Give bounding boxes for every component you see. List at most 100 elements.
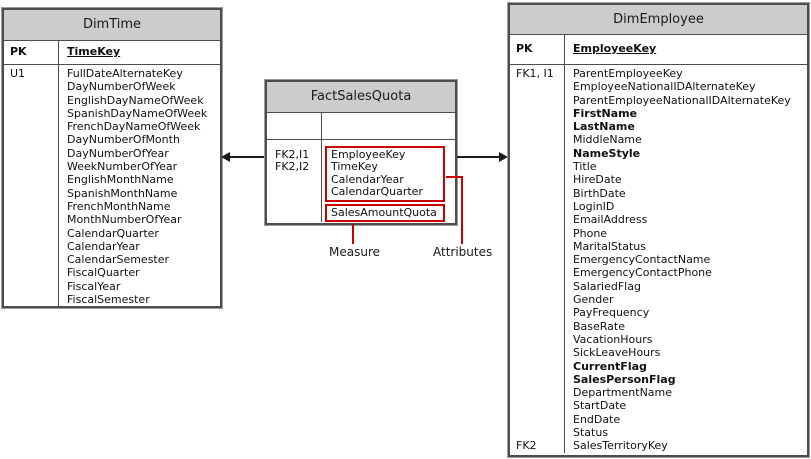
row-key-tag — [275, 174, 321, 186]
column-name: SalesAmountQuota — [331, 205, 437, 219]
column-name: StartDate — [573, 399, 627, 413]
table-dimtime: DimTime PK TimeKey U1 FullDateAlternateK… — [1, 7, 223, 309]
row-key-tag — [275, 186, 321, 198]
pk-column-name: EmployeeKey — [573, 42, 657, 55]
pk-tag — [267, 113, 322, 139]
column-name: EmployeeNationalIDAlternateKey — [573, 80, 756, 94]
row-key-tag — [516, 147, 564, 160]
column-name: Gender — [573, 293, 614, 307]
column-name: LoginID — [573, 199, 615, 213]
column-name: Phone — [573, 226, 608, 240]
row-key-tag — [516, 227, 564, 240]
row-key-tag — [10, 94, 58, 107]
column-name: FiscalQuarter — [67, 266, 140, 280]
arrowhead-left-icon — [221, 152, 230, 162]
row-key-tag: U1 — [10, 67, 26, 80]
row-key-tag — [10, 240, 58, 253]
column-name: CalendarQuarter — [331, 185, 423, 199]
column-name: CurrentFlag — [573, 359, 647, 373]
table-title: DimTime — [4, 10, 220, 41]
measure-callout-line — [352, 224, 354, 244]
primary-key-row: PK EmployeeKey — [510, 35, 807, 65]
row-key-tag — [10, 187, 58, 200]
pk-tag: PK — [510, 35, 565, 64]
column-name: MiddleName — [573, 133, 642, 147]
row-key-tag — [10, 133, 58, 146]
column-name: SalesTerritoryKey — [573, 439, 668, 453]
column-name: EmailAddress — [573, 213, 648, 227]
row-key-tag — [516, 280, 564, 293]
column-name: Title — [573, 160, 597, 174]
table-title: FactSalesQuota — [267, 82, 455, 113]
arrowhead-right-icon — [499, 152, 508, 162]
column-name: LastName — [573, 120, 635, 134]
row-key-tag — [10, 120, 58, 133]
column-name: PayFrequency — [573, 306, 650, 320]
column-name: MonthNumberOfYear — [67, 213, 182, 227]
pk-tag: PK — [4, 41, 59, 64]
column-name: TimeKey — [331, 160, 378, 174]
row-key-tag — [10, 173, 58, 186]
row-key-tag — [10, 107, 58, 120]
column-name: DayNumberOfMonth — [67, 133, 180, 147]
measure-label: Measure — [329, 245, 380, 259]
column-name: SickLeaveHours — [573, 346, 661, 360]
relationship-line-dimemployee — [457, 156, 499, 158]
column-name: BirthDate — [573, 186, 626, 200]
column-name: NameStyle — [573, 146, 641, 160]
row-key-tag — [10, 200, 58, 213]
row-key-tag — [516, 346, 564, 359]
attributes-callout-line-vertical — [461, 176, 463, 244]
row-key-tag — [10, 160, 58, 173]
row-key-tag: FK2 — [516, 439, 537, 453]
row-key-tag — [516, 253, 564, 266]
row-key-tag — [516, 213, 564, 226]
key-annotations-column: U1 — [4, 65, 59, 307]
row-key-tag — [516, 293, 564, 306]
row-key-tag — [10, 147, 58, 160]
row-key-tag — [10, 266, 58, 279]
row-key-tag — [10, 80, 58, 93]
row-key-tag — [516, 160, 564, 173]
key-annotations-column: FK1, I1 FK2 — [510, 65, 565, 453]
column-name: Status — [573, 426, 609, 440]
measure-highlight-box: SalesAmountQuota — [325, 203, 445, 223]
column-name: EnglishMonthName — [67, 173, 174, 187]
column-name: FullDateAlternateKey — [67, 67, 183, 80]
row-key-tag — [516, 94, 564, 107]
row-key-tag: FK2,I1 — [275, 148, 310, 161]
row-key-tag — [516, 266, 564, 279]
column-name: VacationHours — [573, 332, 653, 346]
row-key-tag — [10, 253, 58, 266]
row-key-tag — [516, 306, 564, 319]
pk-column-name: TimeKey — [67, 45, 121, 58]
column-name: CalendarQuarter — [67, 226, 159, 240]
column-name: FiscalSemester — [67, 293, 150, 307]
column-name: FrenchMonthName — [67, 199, 171, 213]
column-name: EmergencyContactName — [573, 253, 711, 267]
row-key-tag — [516, 200, 564, 213]
column-name: SalesPersonFlag — [573, 372, 676, 386]
column-name: SpanishMonthName — [67, 186, 178, 200]
table-dimemployee: DimEmployee PK EmployeeKey FK1, I1 FK2 P… — [507, 2, 810, 458]
table-title: DimEmployee — [510, 5, 807, 35]
column-name: CalendarYear — [67, 239, 140, 253]
row-key-tag: FK2,I2 — [275, 160, 310, 174]
column-name: EmergencyContactPhone — [573, 266, 712, 280]
column-name: MaritalStatus — [573, 239, 646, 253]
column-name: FirstName — [573, 106, 638, 120]
row-key-tag — [516, 333, 564, 346]
column-name: HireDate — [573, 173, 622, 187]
column-name: SpanishDayNameOfWeek — [67, 106, 208, 120]
row-key-tag — [516, 240, 564, 253]
row-key-tag: FK1, I1 — [516, 67, 554, 80]
row-key-tag — [516, 426, 564, 439]
row-key-tag — [516, 187, 564, 200]
column-name: DayNumberOfWeek — [67, 80, 176, 94]
column-name: CalendarSemester — [67, 253, 170, 267]
